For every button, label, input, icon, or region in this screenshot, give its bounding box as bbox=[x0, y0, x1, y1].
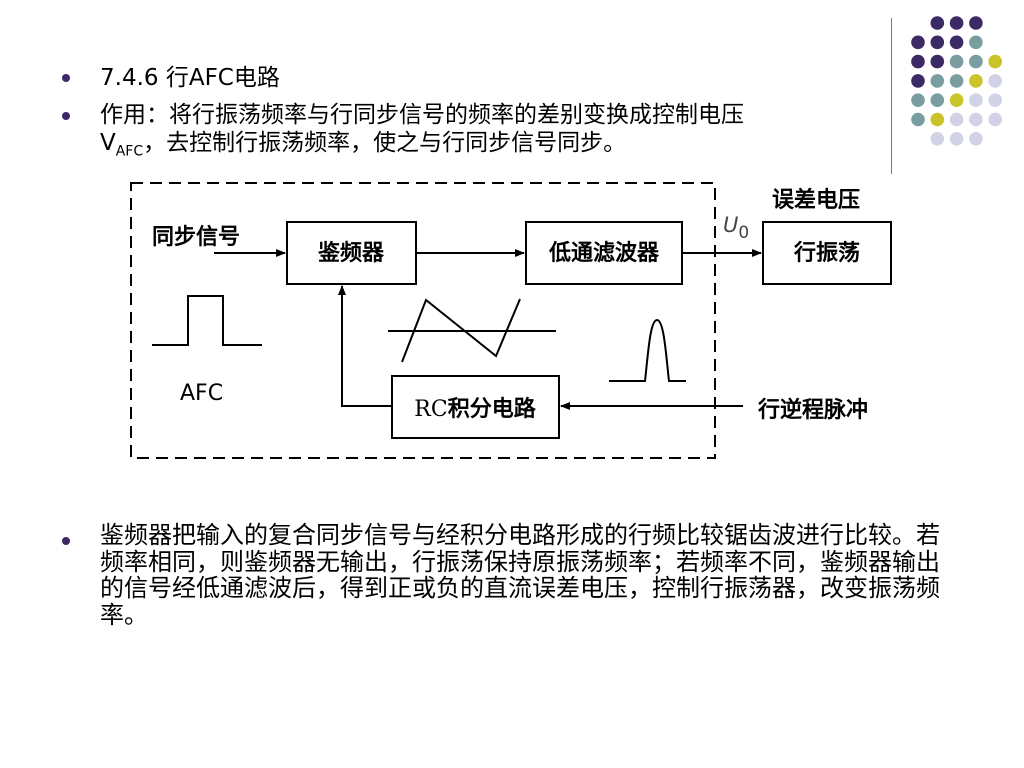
decorative-dot bbox=[930, 112, 945, 127]
rc-integrator-block bbox=[391, 375, 560, 439]
vafc-symbol: V bbox=[100, 130, 116, 156]
decorative-dot bbox=[969, 112, 983, 127]
h-oscillator-label: 行振荡 bbox=[793, 240, 860, 266]
afc-waveform-label: AFC bbox=[180, 381, 223, 406]
decorative-dot bbox=[988, 93, 1002, 107]
h-oscillator-block bbox=[762, 221, 892, 285]
decorative-dot bbox=[949, 132, 964, 146]
sync-pulse-waveform bbox=[152, 295, 262, 346]
bullet-marker bbox=[62, 112, 70, 120]
bullet-marker bbox=[62, 537, 70, 545]
decorative-dot bbox=[911, 35, 925, 50]
decorative-dot bbox=[930, 16, 945, 30]
decorative-dot bbox=[969, 132, 983, 146]
lowpass-filter-label: 低通滤波器 bbox=[548, 241, 660, 266]
decorative-dot bbox=[969, 93, 983, 107]
explanation-paragraph: 鉴频器把输入的复合同步信号与经积分电路形成的行频比较锯齿波进行比较。若频率相同，… bbox=[100, 521, 940, 629]
u0-label: U0 bbox=[723, 213, 749, 243]
vafc-subscript: AFC bbox=[115, 143, 144, 160]
decorative-dot bbox=[988, 74, 1002, 88]
decorative-dot bbox=[930, 54, 945, 69]
decorative-dot bbox=[930, 93, 945, 107]
sawtooth-waveform bbox=[401, 298, 521, 363]
decorative-dot bbox=[911, 93, 925, 107]
decorative-dot bbox=[969, 74, 983, 88]
error-voltage-label: 误差电压 bbox=[772, 187, 860, 213]
decorative-dot bbox=[930, 74, 945, 88]
decorative-dot bbox=[949, 112, 964, 127]
decorative-dot bbox=[949, 35, 964, 50]
decorative-dot bbox=[911, 74, 925, 88]
function-text-line2: VAFC，去控制行振荡频率，使之与行同步信号同步。 bbox=[100, 130, 626, 165]
sync-input-label: 同步信号 bbox=[152, 224, 240, 250]
retrace-pulse-waveform bbox=[609, 318, 686, 382]
function-text-line1: 作用：将行振荡频率与行同步信号的频率的差别变换成控制电压 bbox=[100, 102, 744, 128]
decorative-dot bbox=[969, 35, 983, 50]
decorative-dot bbox=[911, 54, 925, 69]
decorative-dot bbox=[988, 54, 1002, 69]
decorative-dot bbox=[969, 54, 983, 69]
decorative-dot bbox=[949, 16, 964, 30]
decorative-dot bbox=[949, 54, 964, 69]
decorative-dot bbox=[969, 16, 983, 30]
retrace-pulse-label: 行逆程脉冲 bbox=[757, 397, 868, 423]
freq-discriminator-label: 鉴频器 bbox=[317, 241, 385, 266]
bullet-marker bbox=[62, 74, 70, 82]
decorative-dot bbox=[930, 35, 945, 50]
decorative-dot bbox=[949, 74, 964, 88]
decorative-vertical-line bbox=[891, 18, 892, 174]
function-text-rest: ，去控制行振荡频率，使之与行同步信号同步。 bbox=[143, 130, 627, 156]
section-title: 7.4.6 行AFC电路 bbox=[100, 65, 280, 91]
rc-to-discriminator-feedback-arrow bbox=[338, 285, 392, 407]
decorative-dot-grid bbox=[911, 16, 1002, 146]
freq-discriminator-block bbox=[286, 221, 417, 285]
lowpass-filter-block bbox=[525, 221, 683, 285]
decorative-dot bbox=[930, 132, 945, 146]
decorative-dot bbox=[949, 93, 964, 107]
rc-integrator-label: RC积分电路 bbox=[414, 396, 536, 422]
decorative-dot bbox=[988, 112, 1002, 127]
decorative-dot bbox=[911, 112, 925, 127]
dashed-boundary bbox=[130, 182, 716, 459]
